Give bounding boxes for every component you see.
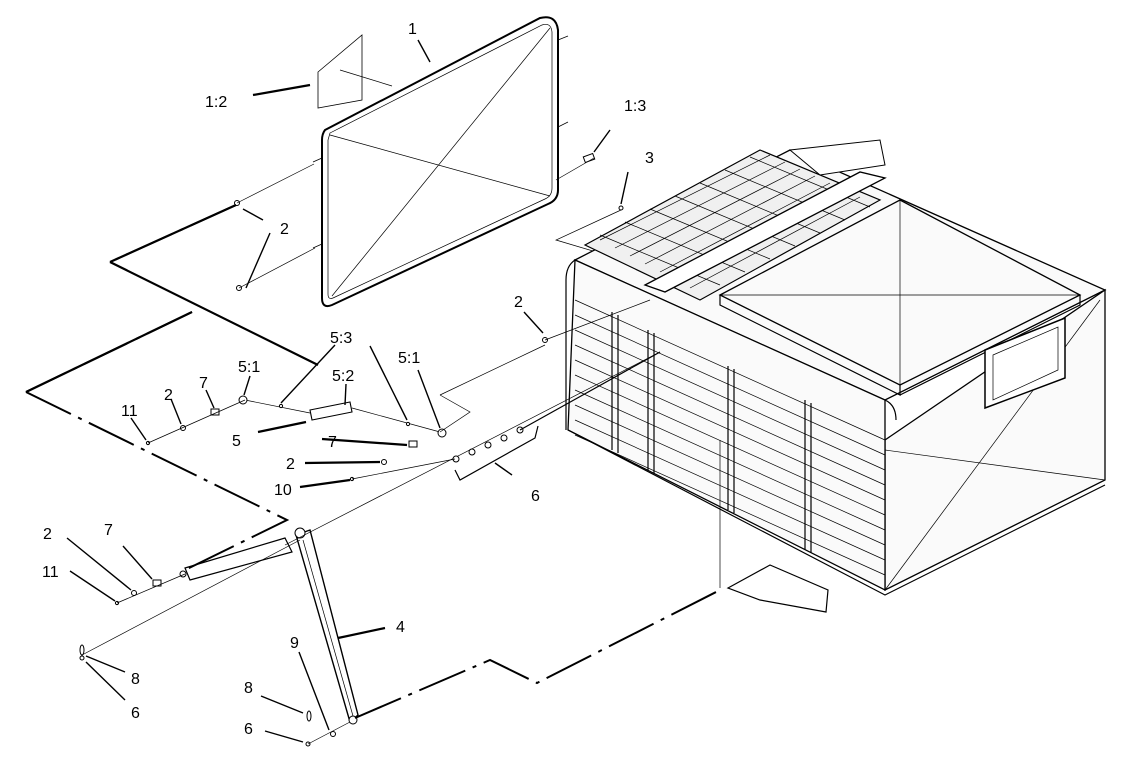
- window-frame-part: [312, 16, 569, 308]
- bracket-part: [719, 440, 829, 613]
- shaft-line: [519, 351, 661, 431]
- callout-11: 11: [121, 403, 138, 420]
- screw-part: [618, 205, 624, 211]
- callout-labels: 1 1:2 1:3 3 2 2 5:3 5:2 5:1 5:1 7 2 11 5…: [42, 21, 654, 738]
- clip-part: [555, 152, 596, 181]
- callout-7: 7: [199, 375, 208, 392]
- callout-2: 2: [164, 387, 173, 404]
- callout-5-3: 5:3: [330, 330, 352, 347]
- callout-6: 6: [131, 705, 140, 722]
- callout-7: 7: [104, 522, 113, 539]
- callout-2: 2: [286, 456, 295, 473]
- callout-1-2: 1:2: [205, 94, 227, 111]
- callout-1: 1: [408, 21, 417, 38]
- callout-2: 2: [514, 294, 523, 311]
- callout-2: 2: [280, 221, 289, 238]
- gas-spring-part: [238, 395, 447, 438]
- callout-6: 6: [244, 721, 253, 738]
- callout-4: 4: [396, 619, 405, 636]
- callout-6: 6: [531, 488, 540, 505]
- leader-lines: [66, 39, 629, 743]
- callout-2: 2: [43, 526, 52, 543]
- callout-5-2: 5:2: [332, 368, 354, 385]
- callout-11: 11: [42, 564, 59, 581]
- callout-1-3: 1:3: [624, 98, 646, 115]
- reference-lines: [25, 203, 721, 719]
- part-6-bracket: [454, 425, 539, 481]
- callout-8: 8: [244, 680, 253, 697]
- callout-3: 3: [645, 150, 654, 167]
- callout-5-1: 5:1: [398, 350, 420, 367]
- glass-pane-part: [317, 34, 393, 109]
- callout-8: 8: [131, 671, 140, 688]
- callout-9: 9: [290, 635, 299, 652]
- callout-5: 5: [232, 433, 241, 450]
- housing-box: [565, 139, 1107, 596]
- small-hardware: [79, 200, 548, 747]
- callout-10: 10: [274, 482, 292, 499]
- strut-arm-part: [179, 351, 661, 725]
- callout-5-1: 5:1: [238, 359, 260, 376]
- assembly-guide-lines: [81, 163, 651, 745]
- callout-7: 7: [328, 434, 337, 451]
